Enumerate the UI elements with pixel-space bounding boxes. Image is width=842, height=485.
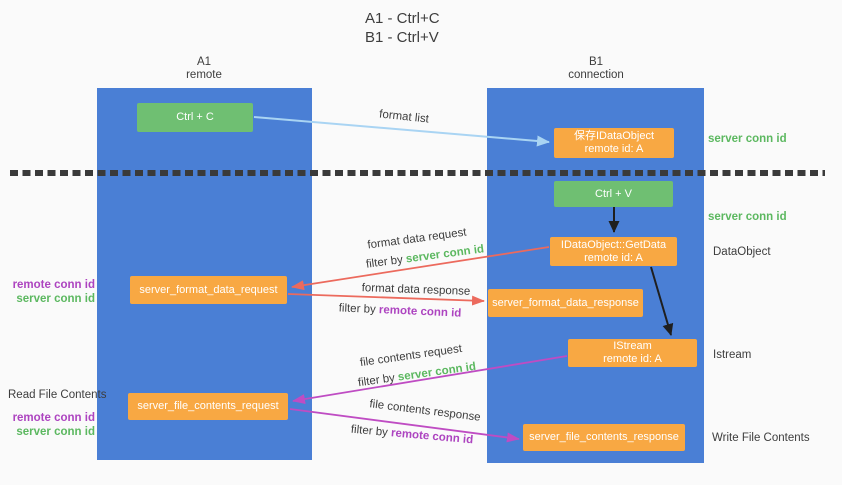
- node-save-idataobject-line1: 保存IDataObject: [573, 130, 655, 142]
- node-server-file-contents-response: server_file_contents_response: [523, 424, 685, 451]
- label-format-list: format list: [378, 108, 430, 126]
- node-ctrl-c: Ctrl + C: [137, 103, 253, 132]
- title-line-1: A1 - Ctrl+C: [365, 10, 440, 27]
- annotation-write-file-contents: Write File Contents: [712, 432, 810, 444]
- server-conn-id-text: server conn id: [405, 243, 485, 266]
- lifeline-b1-role: connection: [568, 69, 624, 81]
- annotation-read-file-contents: Read File Contents: [8, 389, 107, 401]
- filter-by-text: filter by: [338, 302, 377, 316]
- node-istream-line1: IStream: [613, 340, 652, 352]
- filter-by-text: filter by: [350, 423, 389, 439]
- node-getdata-line1: IDataObject::GetData: [560, 238, 667, 251]
- node-server-file-contents-request: server_file_contents_request: [128, 393, 288, 420]
- node-istream-line2: remote id: A: [603, 353, 662, 365]
- filter-by-text: filter by: [357, 372, 396, 390]
- label-file-contents-response: file contents response: [368, 398, 482, 424]
- filter-by-text: filter by: [365, 253, 404, 271]
- annotation-server-conn-id-left-top: server conn id: [16, 293, 95, 305]
- server-conn-id-text: server conn id: [397, 360, 477, 384]
- lifeline-header-b1: B1 connection: [536, 56, 656, 82]
- label-format-data-response: format data response: [361, 282, 471, 298]
- remote-conn-id-text: remote conn id: [390, 427, 474, 447]
- lifeline-a1-name: A1: [196, 56, 212, 68]
- title-line-2: B1 - Ctrl+V: [365, 29, 439, 46]
- annotation-istream: Istream: [713, 349, 752, 361]
- annotation-server-conn-id-top: server conn id: [708, 133, 787, 145]
- node-server-format-data-request: server_format_data_request: [130, 276, 287, 304]
- annotation-server-conn-id-left-bottom: server conn id: [16, 426, 95, 438]
- annotation-dataobject: DataObject: [713, 246, 771, 258]
- label-filter-by-remote-conn-id-1: filter by remote conn id: [338, 302, 461, 319]
- node-istream: IStream remote id: A: [568, 339, 697, 367]
- lifeline-header-a1: A1 remote: [144, 56, 264, 82]
- annotation-conn-ids-top: remote conn id server conn id: [0, 278, 95, 306]
- lifeline-a1-role: remote: [186, 69, 222, 81]
- node-save-idataobject: 保存IDataObject remote id: A: [554, 128, 674, 158]
- annotation-remote-conn-id-top: remote conn id: [12, 279, 95, 291]
- node-getdata-line2: remote id: A: [584, 251, 643, 264]
- node-ctrl-v: Ctrl + V: [554, 181, 673, 207]
- node-idataobject-getdata: IDataObject::GetData remote id: A: [550, 237, 677, 266]
- annotation-remote-conn-id-bottom: remote conn id: [12, 412, 95, 424]
- lifeline-b1-name: B1: [588, 56, 604, 68]
- node-server-format-data-response: server_format_data_response: [488, 289, 643, 317]
- node-save-idataobject-line2: remote id: A: [584, 143, 644, 155]
- diagram-title: A1 - Ctrl+C B1 - Ctrl+V: [365, 9, 440, 47]
- remote-conn-id-text: remote conn id: [378, 304, 462, 320]
- annotation-conn-ids-bottom: remote conn id server conn id: [0, 411, 95, 439]
- label-filter-by-remote-conn-id-2: filter by remote conn id: [350, 424, 473, 447]
- annotation-server-conn-id-mid: server conn id: [708, 211, 787, 223]
